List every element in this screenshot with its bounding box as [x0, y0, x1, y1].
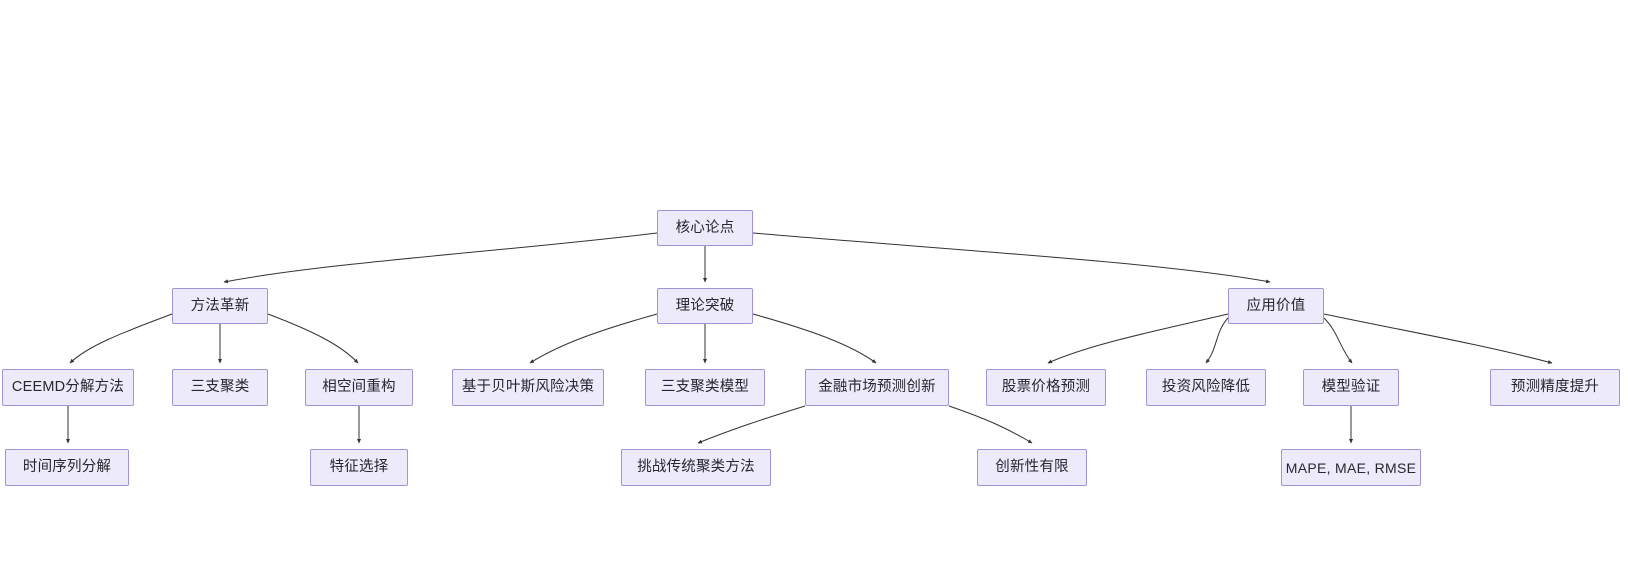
- edge-l2-6-to-l3-4: [948, 405, 1033, 444]
- node-label: 投资风险降低: [1161, 379, 1251, 396]
- node-l2-1[interactable]: CEEMD分解方法: [2, 369, 134, 406]
- node-label: CEEMD分解方法: [11, 379, 125, 396]
- node-l2-4[interactable]: 基于贝叶斯风险决策: [452, 369, 604, 406]
- node-label: 理论突破: [675, 297, 735, 314]
- node-l3-5[interactable]: MAPE, MAE, RMSE: [1281, 449, 1421, 486]
- edge-l1-1-to-l2-3: [267, 313, 359, 364]
- edge-l1-3-to-l2-7: [1047, 313, 1229, 364]
- node-l1-3[interactable]: 应用价值: [1228, 288, 1324, 324]
- node-label: 三支聚类模型: [660, 379, 750, 396]
- node-l2-3[interactable]: 相空间重构: [305, 369, 413, 406]
- edge-l1-3-to-l2-8: [1205, 317, 1229, 364]
- node-l2-9[interactable]: 模型验证: [1303, 369, 1399, 406]
- edge-l1-3-to-l2-10: [1323, 313, 1553, 364]
- node-label: 预测精度提升: [1510, 379, 1600, 396]
- node-l2-5[interactable]: 三支聚类模型: [645, 369, 765, 406]
- node-l3-3[interactable]: 挑战传统聚类方法: [621, 449, 771, 486]
- node-label: 三支聚类: [190, 379, 250, 396]
- node-l3-4[interactable]: 创新性有限: [977, 449, 1087, 486]
- node-label: 金融市场预测创新: [818, 379, 936, 396]
- node-l2-7[interactable]: 股票价格预测: [986, 369, 1106, 406]
- node-l2-2[interactable]: 三支聚类: [172, 369, 268, 406]
- node-l1-1[interactable]: 方法革新: [172, 288, 268, 324]
- node-l2-10[interactable]: 预测精度提升: [1490, 369, 1620, 406]
- node-label: 方法革新: [190, 297, 250, 314]
- node-l2-6[interactable]: 金融市场预测创新: [805, 369, 949, 406]
- edge-l1-2-to-l2-4: [529, 313, 658, 364]
- node-label: MAPE, MAE, RMSE: [1285, 459, 1417, 476]
- edge-root-to-l1-3: [752, 232, 1271, 284]
- edge-l1-2-to-l2-6: [752, 313, 877, 364]
- node-label: 特征选择: [329, 459, 389, 476]
- node-l3-2[interactable]: 特征选择: [310, 449, 408, 486]
- node-label: 模型验证: [1321, 379, 1381, 396]
- node-label: 基于贝叶斯风险决策: [461, 379, 595, 396]
- node-label: 股票价格预测: [1001, 379, 1091, 396]
- node-label: 创新性有限: [995, 459, 1069, 476]
- node-l3-1[interactable]: 时间序列分解: [5, 449, 129, 486]
- node-label: 相空间重构: [322, 379, 396, 396]
- edge-l2-6-to-l3-3: [697, 405, 806, 444]
- node-label: 核心论点: [675, 219, 735, 236]
- node-l1-2[interactable]: 理论突破: [657, 288, 753, 324]
- edge-root-to-l1-1: [223, 232, 658, 284]
- edge-l1-1-to-l2-1: [69, 313, 173, 364]
- edge-l1-3-to-l2-9: [1323, 317, 1353, 364]
- node-label: 时间序列分解: [22, 459, 112, 476]
- node-l2-8[interactable]: 投资风险降低: [1146, 369, 1266, 406]
- node-label: 挑战传统聚类方法: [637, 459, 755, 476]
- node-root[interactable]: 核心论点: [657, 210, 753, 246]
- node-label: 应用价值: [1246, 297, 1306, 314]
